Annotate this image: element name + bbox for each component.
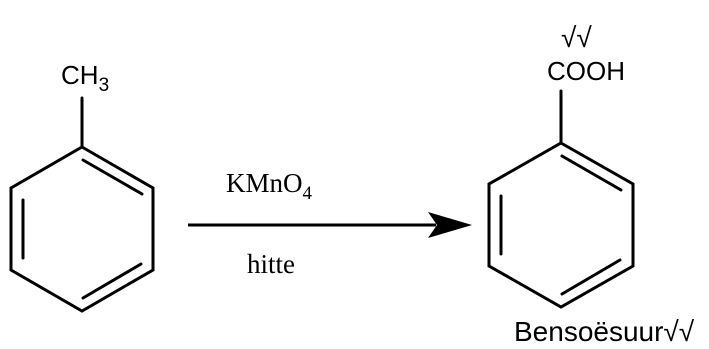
reaction-arrow-head <box>428 212 472 238</box>
reaction-arrow <box>188 212 472 238</box>
reactant-substituent: CH3 <box>61 60 109 96</box>
reagent-formula-main: KMnO <box>226 168 303 198</box>
reaction-condition: hitte <box>247 249 295 279</box>
reagent-formula-subscript: 4 <box>303 183 313 204</box>
reactant-substituent-subscript: 3 <box>99 75 110 96</box>
product-benzoic-acid <box>487 89 635 309</box>
product-double-bond-1 <box>560 154 623 192</box>
product-name: Bensoësuur√√ <box>514 316 695 347</box>
reactant-substituent-main: CH <box>61 60 99 90</box>
product-check-marks: √√ <box>561 22 592 53</box>
reagent-formula: KMnO4 <box>226 168 313 204</box>
reactant-double-bond-1 <box>81 158 144 196</box>
product-double-bond-2 <box>560 258 622 296</box>
product-substituent: COOH <box>547 56 625 86</box>
product-benzene-ring <box>487 141 635 309</box>
reactant-benzene-ring <box>9 145 155 313</box>
reactant-double-bond-2 <box>81 262 143 300</box>
reactant-toluene <box>9 96 155 313</box>
